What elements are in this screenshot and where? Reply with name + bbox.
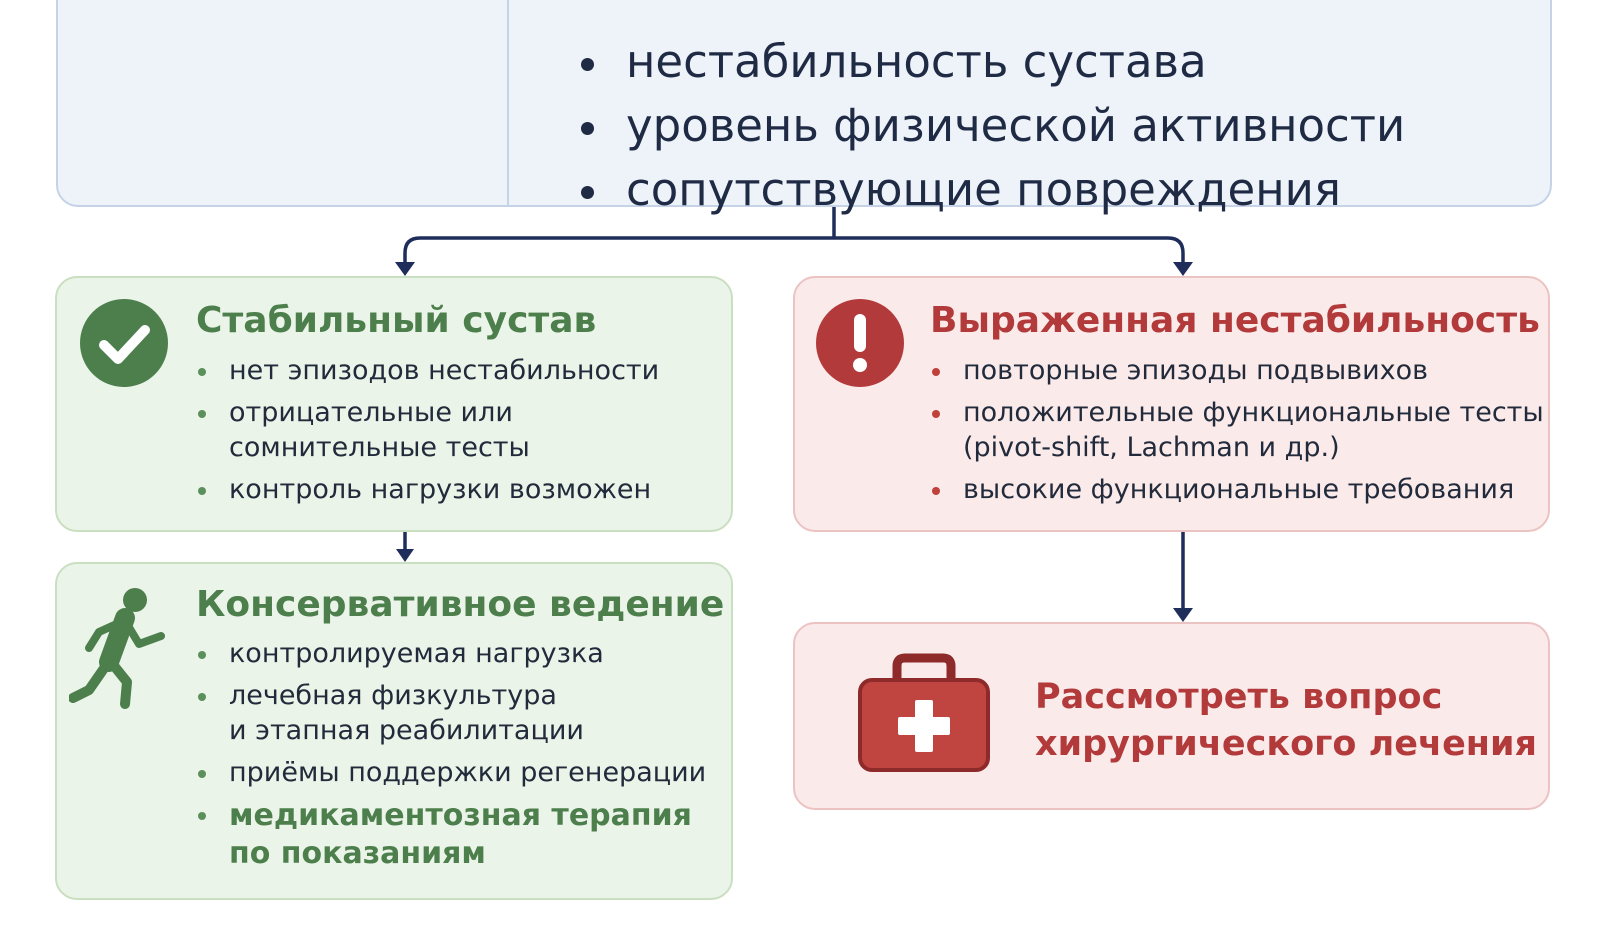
list-item: уровень физической активности <box>568 94 1405 158</box>
card-title: Выраженная нестабильность <box>930 300 1540 341</box>
arrowhead-conservative <box>396 549 414 562</box>
arrowhead-left <box>395 262 415 276</box>
conservative-measures-list: контролируемая нагрузка лечебная физкуль… <box>196 636 706 880</box>
list-item: контролируемая нагрузка <box>196 636 706 671</box>
instability-card: Выраженная нестабильность повторные эпиз… <box>793 276 1550 532</box>
panel-divider <box>507 0 509 205</box>
stable-criteria-list: нет эпизодов нестабильности отрицательны… <box>196 353 659 514</box>
list-item: высокие функциональные требования <box>930 472 1544 507</box>
surgery-card: Рассмотреть вопрос хирургического лечени… <box>793 622 1550 810</box>
first-aid-kit-icon <box>858 653 990 772</box>
list-item: повторные эпизоды подвывихов <box>930 353 1544 388</box>
factors-panel: нестабильность сустава уровень физическо… <box>56 0 1552 216</box>
check-circle-icon <box>80 299 168 387</box>
card-title: Консервативное ведение <box>196 584 725 625</box>
list-item: нестабильность сустава <box>568 30 1405 94</box>
surgery-line-1: Рассмотреть вопрос <box>1035 677 1443 717</box>
instability-criteria-list: повторные эпизоды подвывихов положительн… <box>930 353 1544 514</box>
stable-joint-card: Стабильный сустав нет эпизодов нестабиль… <box>55 276 733 532</box>
list-item: положительные функциональные тесты(pivot… <box>930 395 1544 465</box>
list-item: контроль нагрузки возможен <box>196 472 659 507</box>
factors-list: нестабильность сустава уровень физическо… <box>568 30 1405 222</box>
list-item: приёмы поддержки регенерации <box>196 755 706 790</box>
surgery-recommendation: Рассмотреть вопрос хирургического лечени… <box>1035 674 1537 768</box>
arrowhead-right <box>1173 262 1193 276</box>
conservative-management-card: Консервативное ведение контролируемая на… <box>55 562 733 900</box>
list-item: сопутствующие повреждения <box>568 158 1405 222</box>
surgery-line-2: хирургического лечения <box>1035 724 1537 764</box>
exclamation-circle-icon <box>816 299 904 387</box>
connector-split-right <box>834 236 1185 266</box>
card-title: Стабильный сустав <box>196 300 597 341</box>
connector-split-left <box>403 236 834 266</box>
running-person-icon <box>69 588 165 709</box>
list-item: нет эпизодов нестабильности <box>196 353 659 388</box>
arrowhead-surgery <box>1173 608 1193 622</box>
